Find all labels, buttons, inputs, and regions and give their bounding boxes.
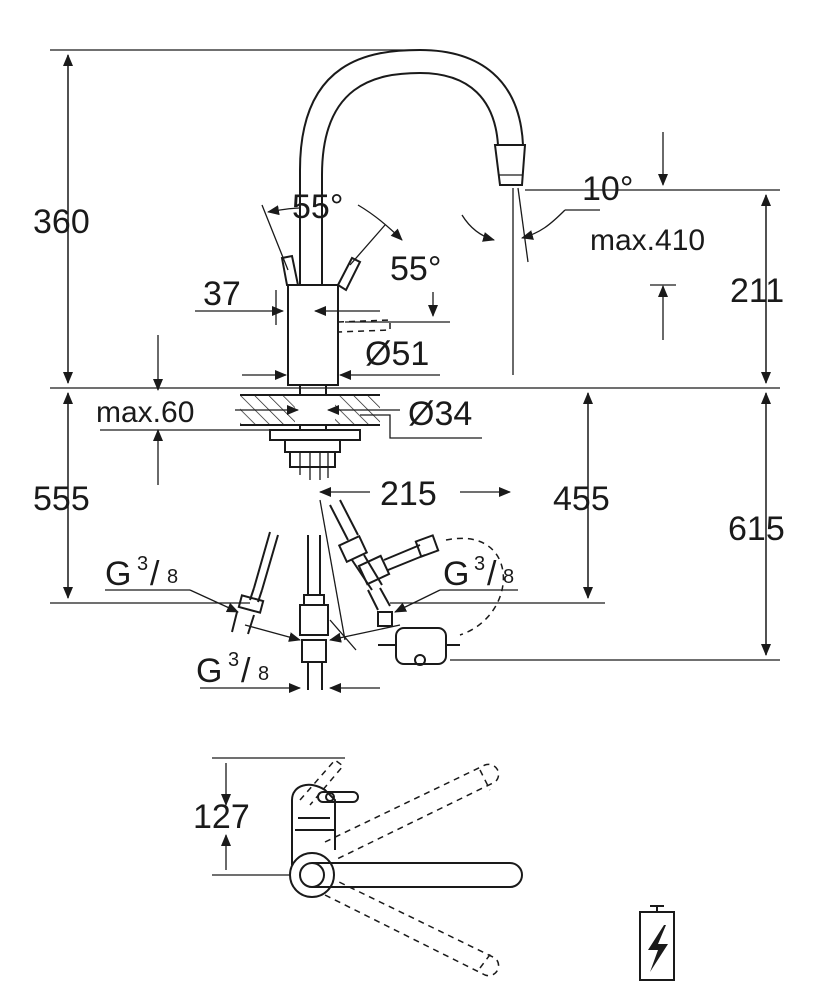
svg-text:8: 8 [167, 566, 178, 588]
faucet-body [287, 284, 339, 386]
svg-text:/: / [487, 555, 497, 593]
dim-spout-tilt: 10° [582, 170, 633, 208]
svg-text:3: 3 [137, 553, 148, 575]
lever-left [280, 254, 300, 286]
dim-angle-left: 55° [292, 188, 343, 226]
dim-max-reach: max.410 [590, 224, 705, 257]
dim-height-above: 360 [33, 203, 90, 241]
svg-text:G: G [443, 555, 469, 593]
supply-hoses [231, 499, 504, 690]
lightning-bolt-icon [639, 905, 675, 981]
dim-hole-diameter: Ø34 [408, 395, 472, 433]
spout-head [493, 144, 527, 186]
svg-text:3: 3 [228, 649, 239, 671]
svg-text:3: 3 [474, 553, 485, 575]
thread-label-bottom: G 3 / 8 [196, 649, 269, 690]
dim-hose-depth: 455 [553, 480, 610, 518]
svg-text:8: 8 [503, 566, 514, 588]
svg-text:/: / [241, 652, 251, 690]
dim-counter-max: max.60 [96, 396, 194, 429]
mount-nut [289, 451, 336, 468]
spout-inner [321, 71, 499, 285]
svg-text:/: / [150, 555, 160, 593]
thread-label-right: G 3 / 8 [443, 553, 514, 593]
dim-total-below: 615 [728, 510, 785, 548]
dim-reach: 215 [380, 475, 437, 513]
dim-angle-right: 55° [390, 250, 441, 288]
svg-text:8: 8 [258, 663, 269, 685]
svg-text:G: G [196, 652, 222, 690]
dim-lever-offset: 37 [203, 275, 241, 313]
dim-plan-offset: 127 [193, 798, 250, 836]
dim-spout-height: 211 [730, 272, 784, 310]
faucet-plan-view [212, 757, 523, 977]
valve-box [395, 627, 447, 665]
lever-right [336, 256, 362, 292]
dim-body-diameter: Ø51 [365, 335, 429, 373]
thread-label-left: G 3 / 8 [105, 553, 178, 593]
svg-text:G: G [105, 555, 131, 593]
dim-below-depth: 555 [33, 480, 90, 518]
